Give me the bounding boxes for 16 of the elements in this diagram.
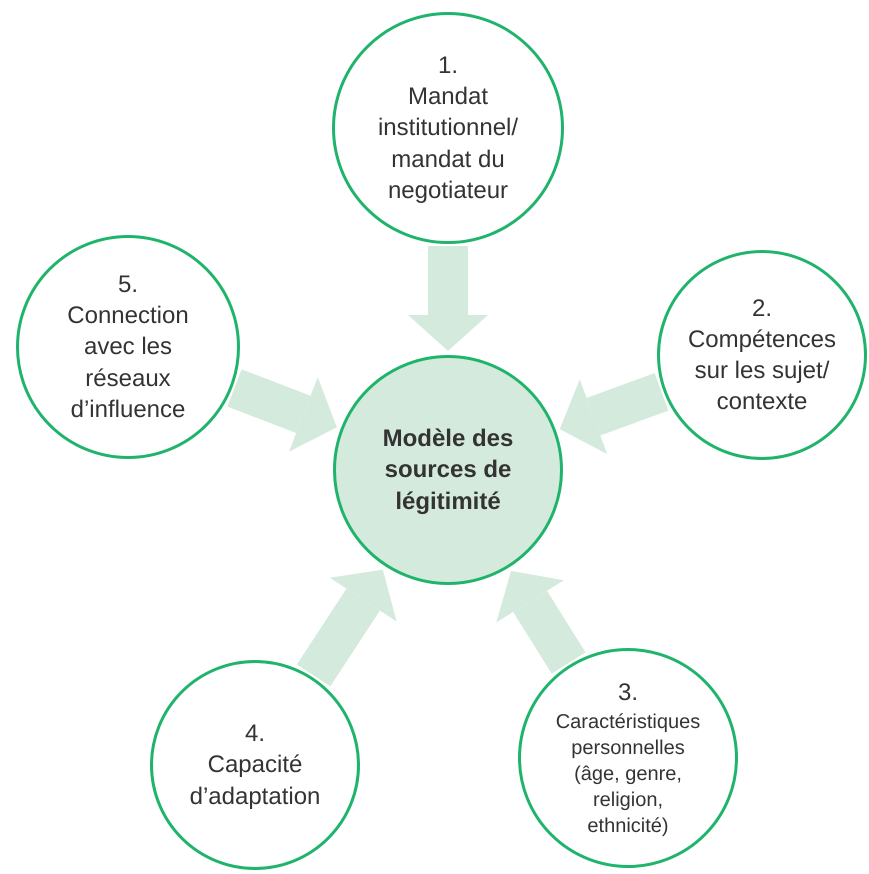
block-arrow — [227, 369, 337, 452]
node-label: Compétences sur les sujet/ contexte — [686, 324, 838, 418]
step-number: 2. — [750, 294, 773, 324]
block-arrow — [408, 246, 488, 351]
step-number: 4. — [244, 719, 266, 750]
node-label: Capacité d’adaptation — [188, 750, 322, 812]
step-number: 1. — [436, 51, 459, 82]
step-number: 3. — [616, 678, 639, 708]
node-label: Mandat institutionnel/ mandat du negotiateur — [376, 82, 520, 206]
node-label: Caractéristiques personnelles (âge, genre, religion, ethnicité) — [554, 710, 702, 839]
step-number: 5. — [116, 270, 139, 300]
block-arrow — [296, 570, 397, 686]
block-arrow — [560, 373, 668, 454]
node-label: Modèle des sources de légitimité — [382, 424, 514, 517]
node-label: Connection avec les réseaux d’influence — [66, 301, 190, 425]
block-arrow — [496, 570, 586, 674]
